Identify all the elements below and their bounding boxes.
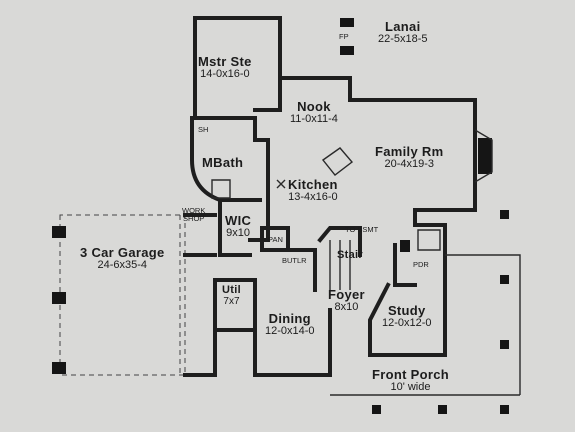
room-stair: Stair	[337, 249, 363, 261]
porch-post	[438, 405, 447, 414]
room-study: Study 12-0x12-0	[382, 303, 432, 329]
porch-post	[52, 226, 66, 238]
room-wic: WIC 9x10	[225, 213, 252, 239]
porch-post	[500, 275, 509, 284]
front-porch: Front Porch 10' wide	[372, 367, 449, 393]
label-to-basement: TO BSMT	[345, 225, 379, 234]
label-fireplace: FP	[339, 32, 349, 41]
porch-post	[500, 210, 509, 219]
room-foyer: Foyer 8x10	[328, 287, 365, 313]
room-master-suite: Mstr Ste 14-0x16-0	[198, 54, 252, 80]
bath-tub	[211, 179, 231, 199]
porch-post	[52, 292, 66, 304]
room-family: Family Rm 20-4x19-3	[375, 144, 444, 170]
porch-post	[372, 405, 381, 414]
label-powder-room: PDR	[413, 260, 429, 269]
room-dining: Dining 12-0x14-0	[265, 311, 315, 337]
util-wall	[213, 278, 257, 332]
exterior-wall	[193, 16, 477, 357]
fireplace-hearth	[478, 138, 492, 174]
label-pantry: PAN	[268, 235, 283, 244]
butler-wall	[288, 248, 317, 292]
garage-outline	[59, 214, 186, 376]
porch-post	[500, 405, 509, 414]
dining-wall	[253, 278, 332, 377]
label-work-shop: WORK SHOP	[182, 206, 206, 224]
room-garage: 3 Car Garage 24-6x35-4	[80, 245, 165, 271]
room-kitchen: Kitchen 13-4x16-0	[288, 177, 338, 203]
powder-room-toilet	[400, 240, 410, 252]
stair-wall	[317, 226, 362, 257]
lanai-fp-mark	[340, 46, 354, 55]
porch-outline	[330, 254, 521, 396]
bath-wall	[248, 138, 270, 242]
powder-room-fixture	[417, 229, 441, 251]
fireplace-outline	[474, 129, 493, 183]
label-shower: SH	[198, 125, 209, 134]
room-master-bath: MBath	[202, 155, 244, 170]
master-suite-wall	[193, 76, 282, 142]
kitchen-island	[321, 147, 354, 176]
lanai-fp-mark	[340, 18, 354, 27]
label-butler: BUTLR	[282, 256, 307, 265]
room-nook: Nook 11-0x11-4	[290, 99, 338, 125]
room-lanai: Lanai 22-5x18-5	[378, 19, 428, 45]
room-utility: Util 7x7	[222, 284, 241, 307]
stair-treads	[329, 240, 351, 290]
study-wall	[368, 243, 417, 357]
porch-post	[500, 340, 509, 349]
kitchen-marker	[276, 179, 286, 189]
porch-post	[52, 362, 66, 374]
